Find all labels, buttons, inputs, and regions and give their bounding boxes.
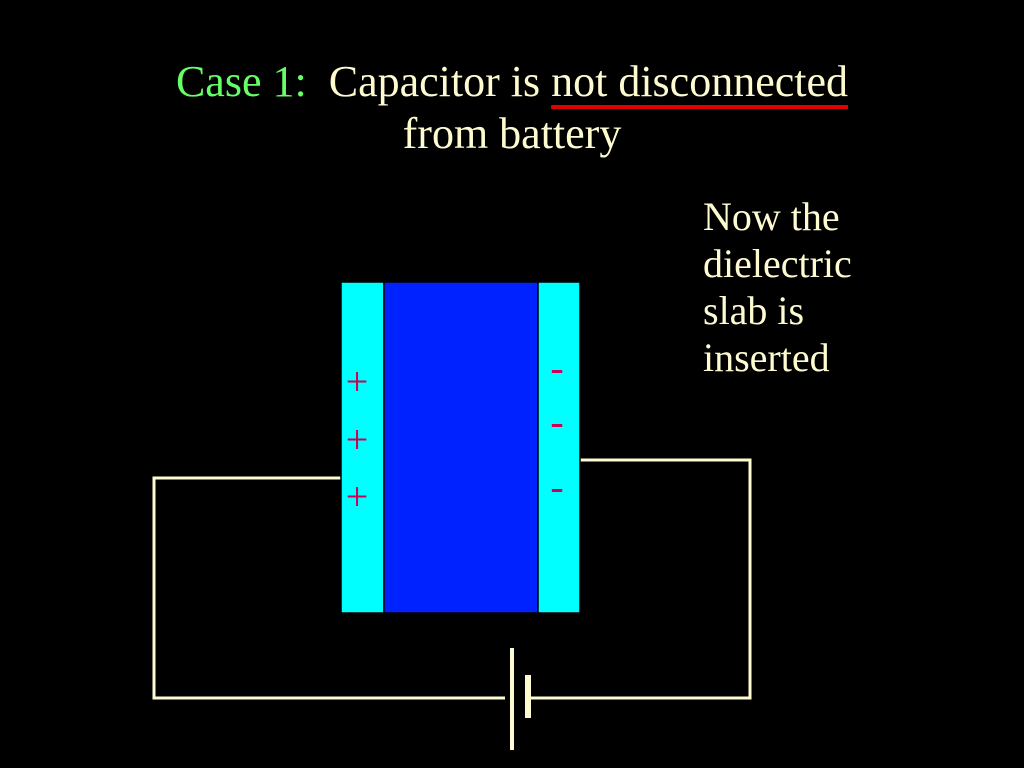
positive-charge: + [346, 474, 369, 519]
dielectric-slab [383, 281, 539, 614]
battery-icon [510, 648, 531, 750]
negative-charge: - [550, 464, 563, 509]
negative-charge: - [550, 399, 563, 444]
negative-charge: - [550, 345, 563, 390]
capacitor [340, 281, 581, 614]
title-line-2: from battery [402, 109, 622, 158]
left-wire [152, 476, 505, 700]
positive-charge: + [346, 359, 369, 404]
circuit-wires [152, 458, 752, 700]
note-line: slab is [703, 288, 805, 333]
right-wire [528, 458, 752, 700]
positive-plate [340, 281, 385, 614]
explanation-note: Now the dielectric slab is inserted [703, 193, 943, 381]
slide-title: Case 1: Capacitor is not disconnected fr… [0, 56, 1024, 160]
title-emphasis: not disconnected [551, 57, 849, 106]
case-label: Case 1: [175, 57, 307, 106]
note-line: Now the [703, 194, 840, 239]
positive-charge: + [346, 417, 369, 462]
negative-plate [537, 281, 581, 614]
note-line: inserted [703, 335, 830, 380]
title-text: Capacitor is [328, 57, 541, 106]
note-line: dielectric [703, 241, 852, 286]
plate-charges: + + + - - - [346, 345, 564, 519]
